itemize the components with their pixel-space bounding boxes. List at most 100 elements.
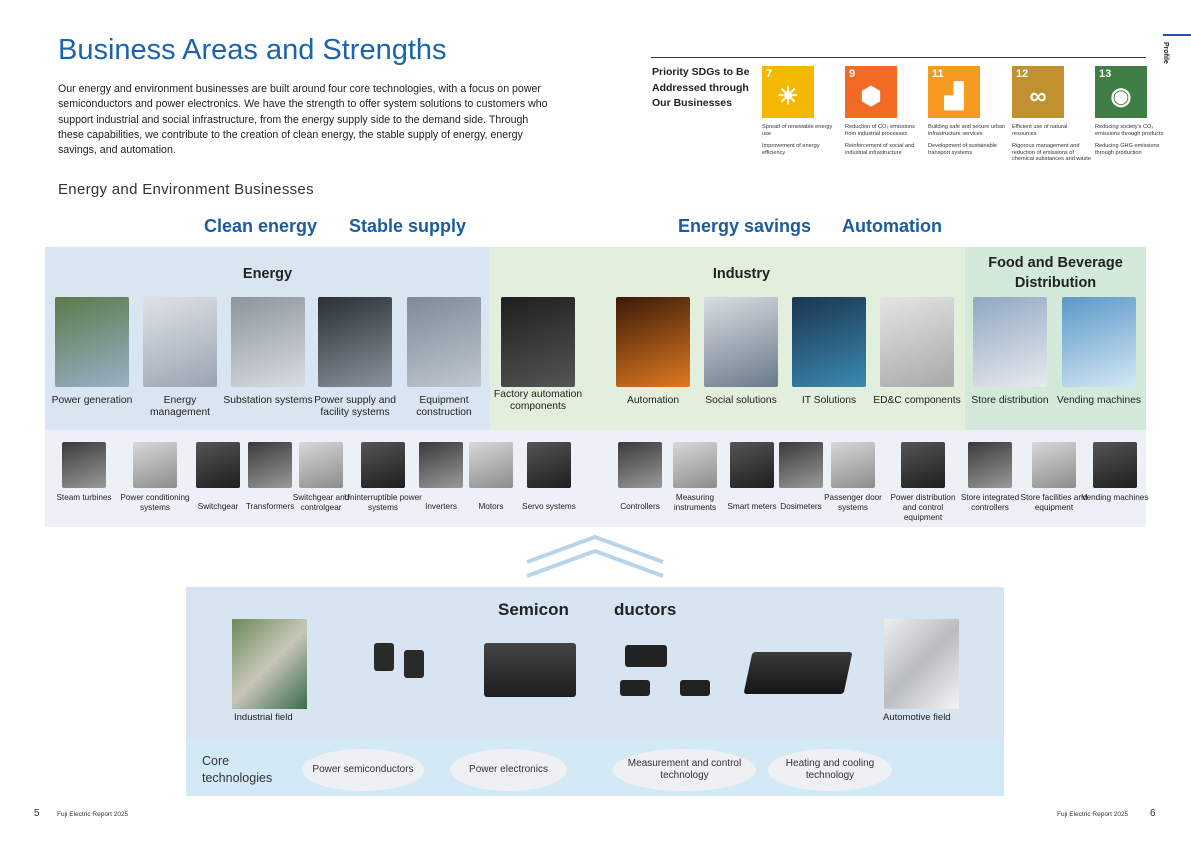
profile-tab: Profile bbox=[1162, 42, 1169, 64]
product-label: Dosimeters bbox=[780, 502, 822, 511]
page-title: Business Areas and Strengths bbox=[58, 34, 447, 66]
sdg-text: Improvement of energy efficiency bbox=[762, 143, 820, 156]
sdg-number: 13 bbox=[1099, 68, 1112, 80]
section-subheading: Energy and Environment Businesses bbox=[58, 181, 314, 198]
sdg-number: 9 bbox=[849, 68, 856, 80]
core-tech-oval: Power semiconductors bbox=[302, 749, 424, 791]
product-image bbox=[618, 442, 662, 488]
product-label: Power conditioning systems bbox=[120, 493, 190, 512]
product-image bbox=[901, 442, 945, 488]
application-image bbox=[143, 297, 217, 387]
footer-report-right: Fuji Electric Report 2025 bbox=[1057, 811, 1129, 818]
core-technologies-label: Core technologies bbox=[202, 754, 273, 785]
sdg-symbol-icon: ☀ bbox=[777, 83, 799, 110]
product-label: Store integrated controllers bbox=[960, 493, 1020, 512]
application-image bbox=[55, 297, 129, 387]
application-image bbox=[231, 297, 305, 387]
semiconductors-title-b: ductors bbox=[614, 600, 677, 619]
application-image bbox=[616, 297, 690, 387]
application-label: ED&C components bbox=[873, 395, 961, 406]
application-label: IT Solutions bbox=[801, 395, 857, 406]
discrete-device-image bbox=[404, 650, 424, 678]
sdg-title: Priority SDGs to Be Addressed through Ou… bbox=[652, 66, 750, 109]
product-image bbox=[196, 442, 240, 488]
sdg-symbol-icon: ∞ bbox=[1029, 83, 1047, 110]
application-image bbox=[318, 297, 392, 387]
goal-energy-savings: Energy savings bbox=[678, 216, 812, 236]
application-label: Power supply and facility systems bbox=[314, 395, 396, 418]
sdg-goal-icon: 7☀ bbox=[762, 66, 814, 118]
sdg-goal-icon: 13 ◉ bbox=[1095, 66, 1147, 118]
application-image bbox=[704, 297, 778, 387]
product-image bbox=[1032, 442, 1076, 488]
application-label: Social solutions bbox=[705, 395, 777, 406]
application-label: Automation bbox=[626, 395, 680, 406]
section-food: Food and Beverage Distribution bbox=[988, 255, 1123, 291]
product-label: Passenger door systems bbox=[824, 493, 882, 512]
application-image bbox=[1062, 297, 1136, 387]
sdg-description: Reduction of CO₂ emissions from industri… bbox=[845, 124, 925, 162]
page-number-left: 5 bbox=[34, 808, 40, 819]
product-image bbox=[779, 442, 823, 488]
application-label: Factory automation components bbox=[493, 389, 583, 412]
application-label: Power generation bbox=[51, 395, 133, 406]
sdg-symbol-icon: ◉ bbox=[1110, 83, 1132, 110]
product-image bbox=[831, 442, 875, 488]
product-label: Steam turbines bbox=[56, 493, 112, 502]
product-label: Controllers bbox=[620, 502, 660, 511]
product-label: Switchgear and controlgear bbox=[292, 493, 350, 512]
sdg-text: Efficient use of natural resources bbox=[1012, 124, 1068, 137]
core-tech-oval: Power electronics bbox=[450, 749, 567, 791]
semiconductors-title-a: Semicon bbox=[498, 600, 569, 619]
sdg-text: Reinforcement of social and industrial i… bbox=[845, 143, 915, 156]
sdg-goal-icon: 12∞ bbox=[1012, 66, 1064, 118]
sdg-symbol-icon: ⬢ bbox=[860, 83, 882, 110]
application-image bbox=[501, 297, 575, 387]
product-label: Servo systems bbox=[522, 502, 576, 511]
application-label: Store distribution bbox=[971, 395, 1049, 406]
industrial-field-label: Industrial field bbox=[234, 712, 293, 723]
product-label: Switchgear bbox=[197, 502, 239, 511]
product-image bbox=[133, 442, 177, 488]
product-image bbox=[419, 442, 463, 488]
product-label: Transformers bbox=[245, 502, 295, 511]
ic-package-image bbox=[620, 680, 650, 696]
goal-stable-supply: Stable supply bbox=[349, 216, 467, 236]
automotive-field-image bbox=[884, 619, 959, 709]
product-image bbox=[248, 442, 292, 488]
product-label: Inverters bbox=[425, 502, 457, 511]
divider bbox=[651, 57, 1146, 58]
product-image bbox=[968, 442, 1012, 488]
section-industry: Industry bbox=[712, 266, 771, 282]
footer-report-left: Fuji Electric Report 2025 bbox=[57, 811, 129, 818]
sdg-text: Reduction of CO₂ emissions from industri… bbox=[845, 124, 915, 137]
product-label: Power distribution and control equipment bbox=[890, 493, 956, 522]
product-image bbox=[62, 442, 106, 488]
sdg-number: 11 bbox=[932, 68, 944, 80]
goal-automation: Automation bbox=[842, 216, 942, 236]
sdg-text: Rigorous management and reduction of emi… bbox=[1012, 143, 1091, 163]
product-image bbox=[469, 442, 513, 488]
sdg-goal-icon: 9⬢ bbox=[845, 66, 897, 118]
product-image bbox=[361, 442, 405, 488]
product-label: Store facilities and equipment bbox=[1020, 493, 1088, 512]
chevron-up-icon bbox=[526, 534, 664, 578]
application-image bbox=[407, 297, 481, 387]
application-image bbox=[973, 297, 1047, 387]
sdg-text: Reducing GHG emissions through productio… bbox=[1095, 143, 1160, 156]
product-label: Vending machines bbox=[1081, 493, 1149, 502]
automotive-field-label: Automotive field bbox=[883, 712, 951, 723]
intro-paragraph: Our energy and environment businesses ar… bbox=[58, 83, 548, 157]
product-label: Motors bbox=[478, 502, 504, 511]
application-label: Vending machines bbox=[1056, 395, 1142, 406]
product-label: Measuring instruments bbox=[673, 493, 717, 512]
sdg-number: 7 bbox=[766, 68, 773, 80]
sdg-number: 12 bbox=[1016, 68, 1029, 80]
power-module-image bbox=[484, 643, 576, 697]
sdg-goal-icon: 11▟ bbox=[928, 66, 980, 118]
page-number-right: 6 bbox=[1150, 808, 1156, 819]
sdg-text: Spread of renewable energy use bbox=[762, 124, 833, 137]
core-tech-oval: Measurement and control technology bbox=[613, 749, 756, 791]
discrete-device-image bbox=[374, 643, 394, 671]
